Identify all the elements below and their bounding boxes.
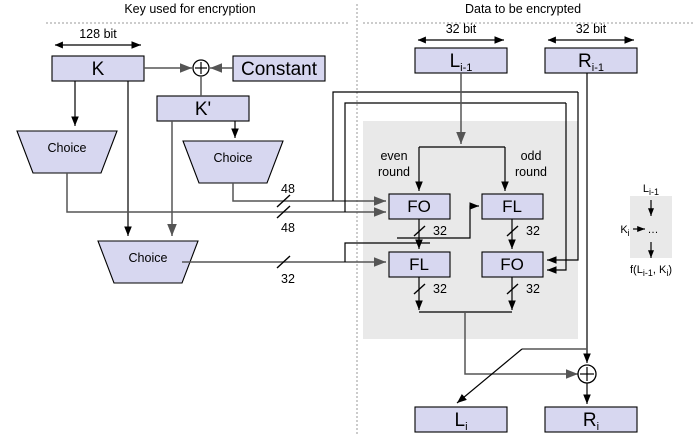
wire-diag-to-li	[456, 348, 523, 404]
label-fl-bottom: FL	[409, 255, 429, 274]
label-choice-3: Choice	[129, 251, 168, 265]
fl-box-top[interactable]	[481, 193, 544, 220]
label-output-r-main: R	[583, 410, 597, 431]
output-box-l[interactable]	[414, 406, 508, 433]
key-box-kprime[interactable]	[156, 95, 250, 122]
fl-box-bottom[interactable]	[388, 251, 451, 278]
inset-label-key-sub: i	[628, 228, 630, 238]
label-input-r-main: R	[578, 51, 592, 72]
inset-fn-close: )	[668, 264, 672, 276]
dim-label-128: 128 bit	[79, 27, 117, 41]
inset-ellipsis: …	[648, 224, 659, 236]
odd-round-label-2: round	[515, 165, 547, 179]
slash-32-b	[506, 225, 519, 237]
right-panel-header: Data to be encrypted	[465, 2, 581, 16]
bit-label-32-a: 32	[433, 224, 447, 238]
even-round-label-2: round	[378, 165, 410, 179]
label-fl-top: FL	[502, 197, 522, 216]
label-output-r: Ri	[583, 410, 599, 433]
wire-label-32-left: 32	[281, 272, 295, 286]
label-kprime: K'	[195, 99, 211, 120]
wire-fotop-to-fltop	[397, 202, 479, 239]
inset-label-top: Li-1	[643, 183, 659, 197]
keyfeed-fo-bottom-b	[547, 103, 567, 274]
slash-32-c	[413, 283, 426, 295]
inset-fn-mid: , K	[653, 264, 667, 276]
key-box-k[interactable]	[51, 55, 145, 82]
riser-feed-b	[344, 102, 566, 212]
input-box-r[interactable]	[544, 47, 638, 74]
slash-32-a	[413, 225, 426, 237]
label-choice-1: Choice	[48, 141, 87, 155]
inset-fn-sub1: i-1	[643, 268, 653, 278]
riser-feed-a	[332, 91, 578, 201]
slash-48-bottom	[276, 205, 291, 219]
label-input-r-sub: i-1	[592, 62, 604, 74]
label-fo-bottom: FO	[500, 255, 524, 274]
label-input-l: Li-1	[450, 51, 473, 74]
label-constant: Constant	[241, 59, 318, 80]
label-input-r: Ri-1	[578, 51, 604, 74]
bit-label-32-d: 32	[526, 282, 540, 296]
inset-label-key: Ki	[620, 224, 629, 238]
inset-label-top-main: L	[643, 183, 649, 195]
label-output-l: Li	[454, 410, 467, 433]
constant-box[interactable]	[232, 55, 326, 82]
wire-merge-down	[464, 312, 578, 379]
slash-48-top	[276, 194, 291, 208]
left-panel-header: Key used for encryption	[124, 2, 255, 16]
riser-feed-c	[344, 242, 430, 262]
label-input-l-sub: i-1	[460, 62, 472, 74]
choice-box-1[interactable]	[16, 130, 118, 174]
bit-label-32-b: 32	[526, 224, 540, 238]
label-choice-2: Choice	[214, 151, 253, 165]
label-output-l-main: L	[454, 410, 465, 431]
label-k: K	[92, 59, 105, 80]
even-round-label-1: even	[380, 149, 407, 163]
label-input-l-main: L	[450, 51, 461, 72]
wire-choice2-out	[232, 183, 386, 206]
inset-fn-open: f(L	[630, 264, 643, 276]
dim-label-32-left: 32 bit	[446, 22, 477, 36]
choice-box-3[interactable]	[97, 240, 199, 284]
inset-label-top-sub: i-1	[649, 187, 659, 197]
label-output-r-sub: i	[597, 421, 599, 433]
label-fo-top: FO	[407, 197, 431, 216]
wire-label-48-top: 48	[281, 182, 295, 196]
wire-label-48-bottom: 48	[281, 221, 295, 235]
slash-32-left	[276, 255, 291, 269]
wire-choice1-out	[66, 173, 386, 217]
inset-label-key-main: K	[620, 224, 628, 236]
label-output-l-sub: i	[465, 421, 467, 433]
keyfeed-fo-bottom-a	[547, 92, 579, 264]
fo-box-top[interactable]	[388, 193, 451, 220]
fo-box-bottom[interactable]	[481, 251, 544, 278]
output-box-r[interactable]	[544, 406, 638, 433]
bit-label-32-c: 32	[433, 282, 447, 296]
dim-label-32-right: 32 bit	[576, 22, 607, 36]
inset-fn-sub2: i	[666, 268, 668, 278]
odd-round-label-1: odd	[521, 149, 542, 163]
inset-label-bottom: f(Li-1, Ki)	[630, 264, 672, 278]
choice-box-2[interactable]	[182, 140, 284, 184]
slash-32-d	[506, 283, 519, 295]
